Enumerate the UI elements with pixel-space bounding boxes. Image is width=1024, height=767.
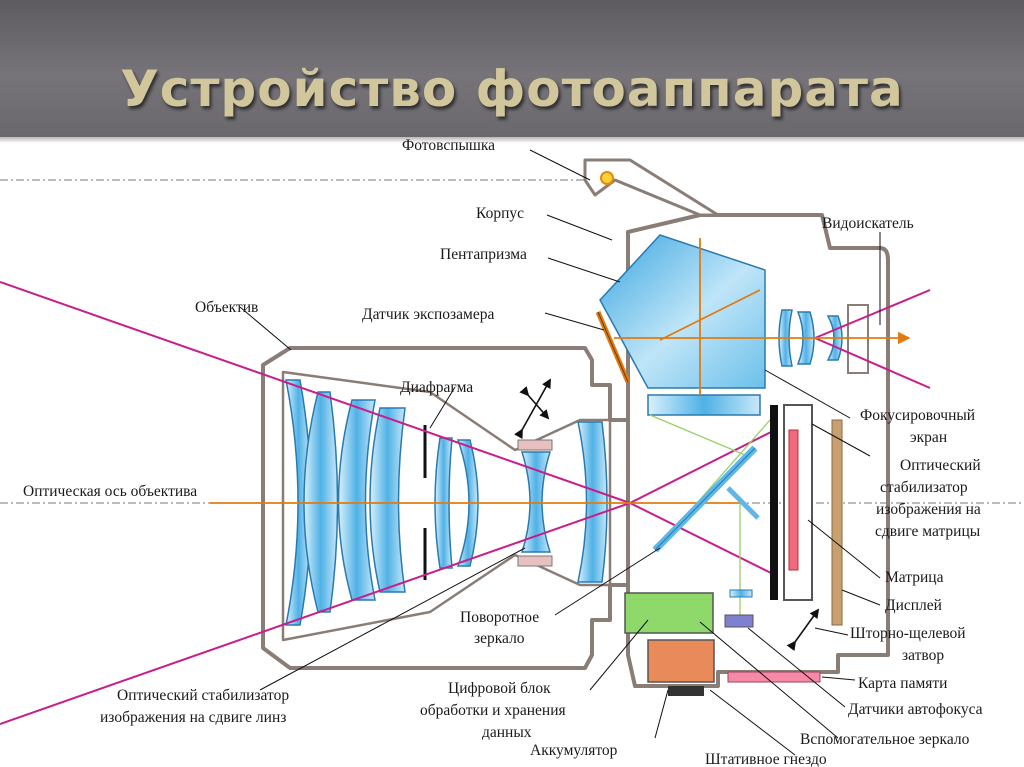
- slide-header: [0, 0, 1024, 137]
- label-aperture: Диафрагма: [400, 379, 473, 396]
- camera-diagram: Фотовспышка Корпус Пентапризма Датчик эк…: [0, 137, 1024, 767]
- label-sensor-stab-1: Оптический: [900, 457, 981, 474]
- label-sensor: Матрица: [885, 569, 944, 586]
- label-display: Дисплей: [885, 597, 942, 614]
- label-af: Датчики автофокуса: [848, 701, 983, 718]
- display-panel: [831, 419, 843, 626]
- label-sensor-stab-2: стабилизатор: [880, 479, 968, 496]
- tripod-socket: [668, 686, 704, 696]
- label-processor-3: данных: [482, 724, 532, 741]
- af-lens: [729, 589, 753, 598]
- label-meter: Датчик экспозамера: [362, 306, 494, 323]
- label-lens-stab-2: изображения на сдвиге линз: [100, 709, 286, 726]
- meter-sensor-edge: [597, 311, 629, 383]
- flash-housing: [583, 158, 720, 217]
- label-pentaprism: Пентапризма: [440, 246, 527, 263]
- label-sensor-stab-4: сдвиге матрицы: [875, 523, 981, 540]
- label-lens-stab-1: Оптический стабилизатор: [117, 687, 289, 704]
- main-mirror-edge: [654, 447, 756, 551]
- lens-element-3: [337, 399, 376, 601]
- sensor-shift-arrow: [786, 608, 820, 652]
- label-lens: Объектив: [195, 299, 258, 316]
- light-rays: [0, 281, 931, 725]
- focusing-screen: [647, 394, 761, 416]
- label-focus-2: экран: [910, 429, 947, 446]
- header-shadow: [0, 137, 1024, 143]
- shutter-curtain: [770, 405, 778, 600]
- camera-body-outline: [626, 213, 890, 688]
- lens-shift-arrow-2: [519, 386, 550, 420]
- label-viewfinder: Видоискатель: [822, 215, 914, 232]
- battery-block: [647, 639, 715, 683]
- lens-barrel-outline: [261, 346, 630, 670]
- af-sensor: [724, 614, 754, 628]
- label-shutter-1: Шторно-щелевой: [850, 625, 966, 642]
- label-mirror-2: зеркало: [474, 630, 525, 647]
- eyepiece-frame: [847, 304, 869, 374]
- label-focus-1: Фокусировочный: [860, 407, 975, 424]
- processor-block: [624, 592, 714, 634]
- label-battery: Аккумулятор: [530, 742, 618, 759]
- stabilizer-bracket-bottom: [517, 555, 553, 567]
- memory-card: [727, 671, 821, 683]
- label-body: Корпус: [476, 205, 524, 222]
- lens-element-8: [577, 421, 608, 583]
- label-tripod: Штативное гнездо: [705, 751, 827, 767]
- lens-stabilizer-group: [520, 451, 552, 553]
- lens-element-6: [456, 439, 479, 567]
- lens-inner-tube: [281, 370, 612, 642]
- aux-mirror: [726, 486, 760, 520]
- stabilizer-bracket-top: [517, 439, 553, 451]
- green-ray-paths: [649, 414, 771, 620]
- label-flash: Фотовспышка: [402, 137, 495, 154]
- label-aux-mirror: Вспомогательное зеркало: [800, 731, 970, 748]
- label-processor-1: Цифровой блок: [448, 680, 551, 697]
- optical-path: [210, 238, 911, 504]
- pentaprism-shape: [599, 234, 766, 389]
- slide-title: Устройство фотоаппарата: [120, 60, 904, 118]
- flash-bulb-icon: [600, 171, 614, 185]
- leader-lines: [239, 149, 881, 756]
- lens-element-4: [369, 407, 406, 593]
- label-processor-2: обработки и хранения: [420, 702, 566, 719]
- label-shutter-2: затвор: [902, 647, 944, 664]
- label-card: Карта памяти: [858, 675, 947, 692]
- lens-element-2: [303, 391, 339, 613]
- label-axis: Оптическая ось объектива: [23, 483, 197, 500]
- label-mirror-1: Поворотное: [460, 609, 539, 626]
- label-sensor-stab-3: изображения на: [876, 501, 981, 518]
- sensor-chip: [788, 429, 799, 571]
